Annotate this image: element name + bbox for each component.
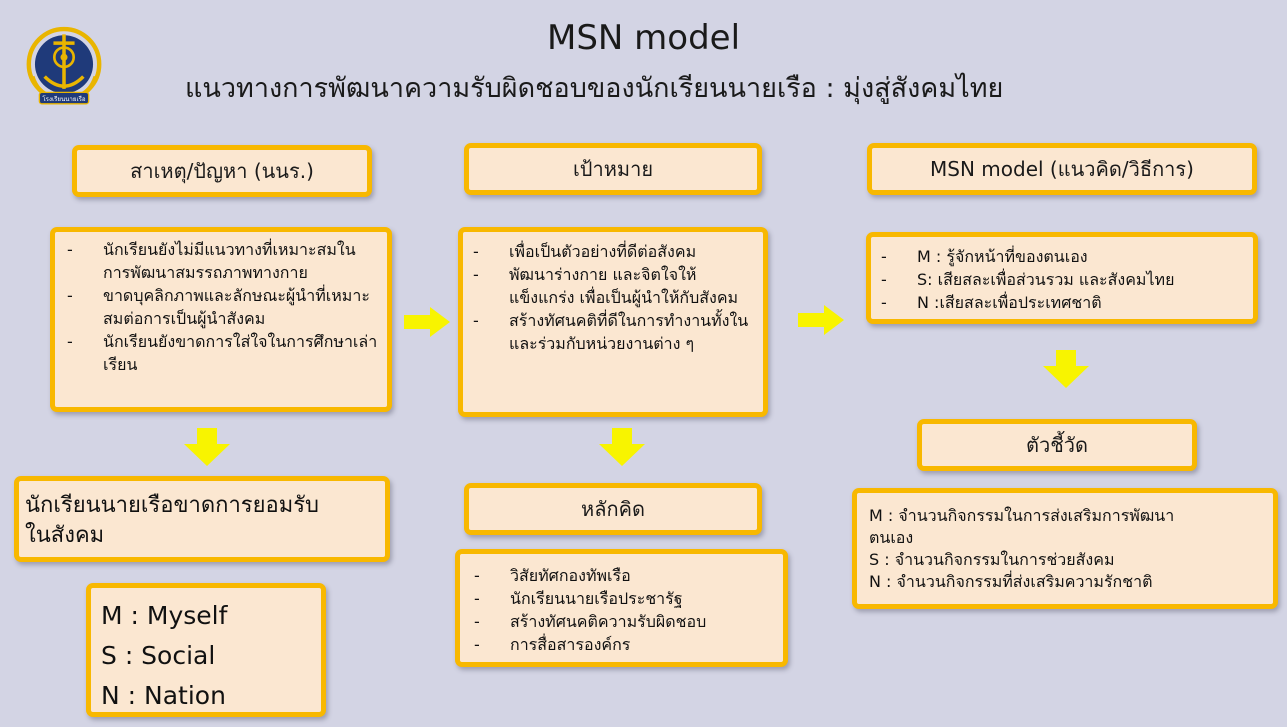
goal-item: เพื่อเป็นตัวอย่างที่ดีต่อสังคม [465,240,755,263]
page-title: MSN model [546,18,741,58]
method-item: N :เสียสละเพื่อประเทศชาติ [873,291,1247,314]
method-item: M : รู้จักหน้าที่ของตนเอง [873,245,1247,268]
goal-heading: เป้าหมาย [572,157,654,181]
arrow-down-icon [1043,350,1089,388]
indicator-heading-box: ตัวชี้วัด [917,419,1197,471]
principle-item: การสื่อสารองค์กร [466,633,775,656]
arrow-right-icon [404,307,450,337]
principle-list-box: วิสัยทัศกองทัพเรือ นักเรียนนายเรือประชาร… [455,549,788,667]
method-item: S: เสียสละเพื่อส่วนรวม และสังคมไทย [873,268,1247,291]
msn-line: M : Myself [101,601,228,630]
method-heading-box: MSN model (แนวคิด/วิธีการ) [867,143,1257,195]
goal-item: สร้างทัศนคติที่ดีในการทำงานทั้งในและร่วม… [465,309,755,355]
cause-list-box: นักเรียนยังไม่มีแนวทางที่เหมาะสมในการพัฒ… [50,227,392,412]
principle-item: วิสัยทัศกองทัพเรือ [466,564,775,587]
principle-heading: หลักคิด [581,497,645,521]
method-heading: MSN model (แนวคิด/วิธีการ) [930,157,1194,181]
result-line: ในสังคม [25,523,105,548]
principle-list: วิสัยทัศกองทัพเรือ นักเรียนนายเรือประชาร… [466,564,775,656]
method-list: M : รู้จักหน้าที่ของตนเอง S: เสียสละเพื่… [873,245,1247,314]
msn-definition-box: M : Myself S : Social N : Nation [86,583,326,717]
cause-item: นักเรียนยังขาดการใส่ใจในการศึกษาเล่าเรีย… [59,330,379,376]
msn-line: S : Social [101,641,216,670]
indicator-line: ตนเอง [869,528,914,547]
indicator-line: M : จำนวนกิจกรรมในการส่งเสริมการพัฒนา [869,506,1175,525]
emblem-caption: โรงเรียนนายเรือ [42,95,86,103]
arrow-down-icon [184,428,230,466]
principle-item: นักเรียนนายเรือประชารัฐ [466,587,775,610]
cause-heading-box: สาเหตุ/ปัญหา (นนร.) [72,145,372,197]
goal-list: เพื่อเป็นตัวอย่างที่ดีต่อสังคม พัฒนาร่าง… [465,240,755,355]
method-list-box: M : รู้จักหน้าที่ของตนเอง S: เสียสละเพื่… [866,232,1258,324]
result-line: นักเรียนนายเรือขาดการยอมรับ [25,493,320,518]
navy-academy-emblem: โรงเรียนนายเรือ [26,26,102,105]
principle-heading-box: หลักคิด [464,483,762,535]
cause-list: นักเรียนยังไม่มีแนวทางที่เหมาะสมในการพัฒ… [59,238,379,376]
indicator-box: M : จำนวนกิจกรรมในการส่งเสริมการพัฒนา ตน… [852,488,1278,609]
arrow-right-icon [798,305,844,335]
principle-item: สร้างทัศนคติความรับผิดชอบ [466,610,775,633]
goal-heading-box: เป้าหมาย [464,143,762,195]
goal-item: พัฒนาร่างกาย และจิตใจให้แข็งแกร่ง เพื่อเ… [465,263,755,309]
cause-item: นักเรียนยังไม่มีแนวทางที่เหมาะสมในการพัฒ… [59,238,379,284]
arrow-down-icon [599,428,645,466]
result-box: นักเรียนนายเรือขาดการยอมรับ ในสังคม [14,476,390,562]
cause-item: ขาดบุคลิกภาพและลักษณะผู้นำที่เหมาะสมต่อก… [59,284,379,330]
page-subtitle: แนวทางการพัฒนาความรับผิดชอบของนักเรียนนา… [185,73,1004,104]
cause-heading: สาเหตุ/ปัญหา (นนร.) [130,159,314,183]
indicator-line: N : จำนวนกิจกรรมที่ส่งเสริมความรักชาติ [869,572,1153,591]
msn-line: N : Nation [101,681,226,710]
indicator-line: S : จำนวนกิจกรรมในการช่วยสังคม [869,550,1115,569]
goal-list-box: เพื่อเป็นตัวอย่างที่ดีต่อสังคม พัฒนาร่าง… [458,227,768,417]
indicator-heading: ตัวชี้วัด [1025,433,1088,457]
